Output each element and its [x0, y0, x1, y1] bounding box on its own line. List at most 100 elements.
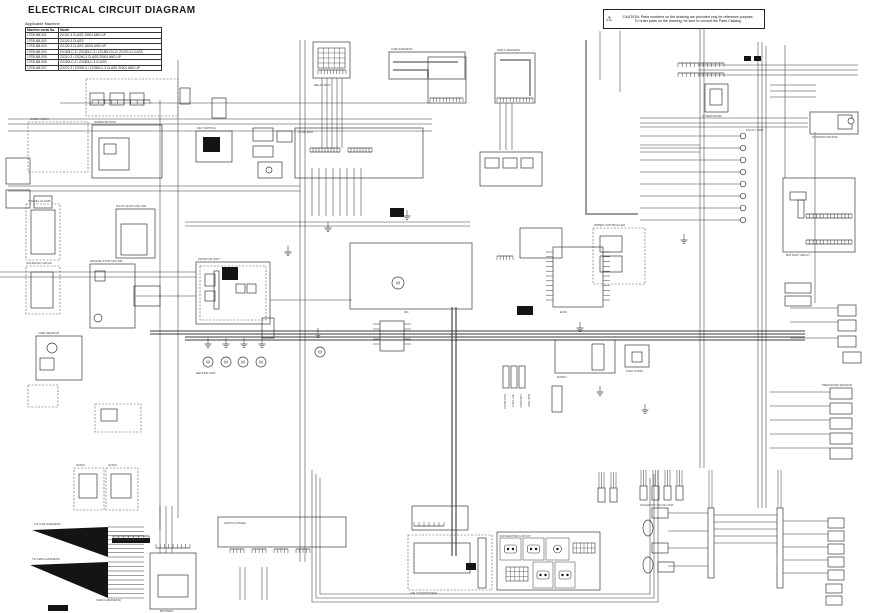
- connector-face: [536, 570, 550, 580]
- connector-block: [744, 56, 751, 61]
- wire-label: COOLANT: [519, 394, 523, 408]
- circuit-block: [261, 317, 275, 339]
- circuit-block: [129, 92, 145, 106]
- circuit-block: [707, 507, 715, 579]
- circuit-block: [704, 83, 729, 113]
- component-label: TRAVEL ALARM: [28, 199, 51, 203]
- circuit-block: [312, 41, 351, 79]
- harness-trace: [500, 59, 531, 96]
- component-label: HEATER UNIT: [196, 371, 216, 375]
- circuit-block: [827, 517, 845, 529]
- component-boundary: [25, 203, 61, 261]
- motor-letter: M: [396, 281, 400, 286]
- component-label: CONNECTOR LAYOUT: [499, 534, 531, 538]
- component-boundary: [94, 403, 142, 433]
- circuit-block: [829, 417, 853, 430]
- circuit-block: [494, 52, 536, 104]
- lamp-symbol: [739, 144, 747, 152]
- motor-letter: M: [259, 360, 263, 365]
- component-boundary: [27, 384, 59, 408]
- circuit-block: [39, 357, 55, 371]
- circuit-block: [33, 195, 53, 209]
- layout-cell: [522, 537, 545, 561]
- circuit-block: [784, 282, 812, 294]
- circuit-block: [246, 283, 257, 294]
- motor-letter: M: [224, 360, 228, 365]
- motor-symbol: [391, 276, 405, 290]
- component-label: WIPER MOTOR: [94, 120, 117, 124]
- circuit-block: [837, 319, 857, 332]
- component-label: FUEL SENSOR: [38, 331, 60, 335]
- layout-cell: [499, 537, 522, 561]
- circuit-block: [809, 111, 859, 135]
- component-label: TO MAIN HARNESS: [32, 557, 60, 561]
- circuit-block: [149, 552, 197, 610]
- circuit-block: [388, 51, 466, 80]
- component-label: TO CAB HARNESS: [34, 522, 60, 526]
- circuit-block: [825, 583, 843, 594]
- circuit-block: [675, 485, 684, 501]
- component-boundary: [85, 78, 179, 117]
- component-label: RELAY BOX: [314, 83, 331, 87]
- circuit-block: [109, 92, 125, 106]
- circuit-block: [294, 127, 424, 179]
- circuit-block: [827, 569, 845, 581]
- circuit-block: [663, 485, 672, 501]
- circuit-block: [554, 339, 616, 374]
- lamp-symbol: [739, 180, 747, 188]
- component-label: AIR CONDITIONER: [410, 591, 438, 595]
- connector-pin: [534, 547, 538, 551]
- circuit-block: [551, 385, 563, 413]
- motor-symbol: [255, 356, 267, 368]
- layout-cell: [532, 561, 554, 589]
- caution-note: ⚠ CAUTION: Parts numbers on the drawing …: [603, 9, 765, 29]
- caution-line-2: To order parts on the drawing, be sure t…: [634, 19, 742, 23]
- circuit-block: [94, 270, 106, 282]
- wire: [319, 478, 651, 595]
- wire-label: PUMP PRS: [503, 394, 507, 409]
- component-label: FUSE BOX: [298, 130, 313, 134]
- component-label: HORN: [108, 463, 117, 467]
- circuit-block: [98, 137, 130, 171]
- circuit-block: [789, 191, 807, 201]
- circuit-block: [30, 209, 56, 255]
- solenoid-symbol: [642, 519, 654, 537]
- component-label: WIPER CONTROLLER: [594, 223, 626, 227]
- component-label: ECM: [560, 310, 567, 314]
- circuit-block: [519, 227, 563, 259]
- model-cell: ZX210-3 / ZX240-3 CLASS 20001 AND UP: [58, 53, 162, 61]
- harness-fan: [32, 527, 108, 557]
- circuit-block: [235, 283, 246, 294]
- circuit-block: [599, 255, 623, 273]
- connector-face: [504, 544, 517, 554]
- circuit-block: [100, 408, 118, 422]
- motor-symbol: [202, 356, 214, 368]
- circuit-block: [639, 485, 648, 501]
- circuit-block: [484, 157, 500, 169]
- component-boundary: [105, 467, 139, 511]
- connector-block: [203, 137, 220, 152]
- circuit-block: [784, 295, 812, 307]
- circuit-block: [115, 208, 156, 259]
- connector-pin: [561, 573, 564, 577]
- circuit-block: [195, 130, 233, 163]
- connector-pin: [556, 547, 559, 551]
- component-label: PILOT SHUT-OFF SW: [116, 204, 146, 208]
- circuit-block: [204, 290, 216, 302]
- component-label: RADIO: [557, 375, 567, 379]
- component-label: BATTERY: [160, 609, 174, 613]
- circuit-block: [829, 387, 853, 400]
- circuit-block: [78, 473, 98, 499]
- circuit-block: [276, 130, 293, 143]
- circuit-block: [552, 246, 604, 308]
- circuit-block: [120, 223, 148, 256]
- connector-pin: [544, 573, 547, 577]
- circuit-block: [411, 505, 469, 531]
- circuit-block: [520, 157, 534, 169]
- circuit-block: [827, 556, 845, 568]
- circuit-block: [133, 285, 161, 307]
